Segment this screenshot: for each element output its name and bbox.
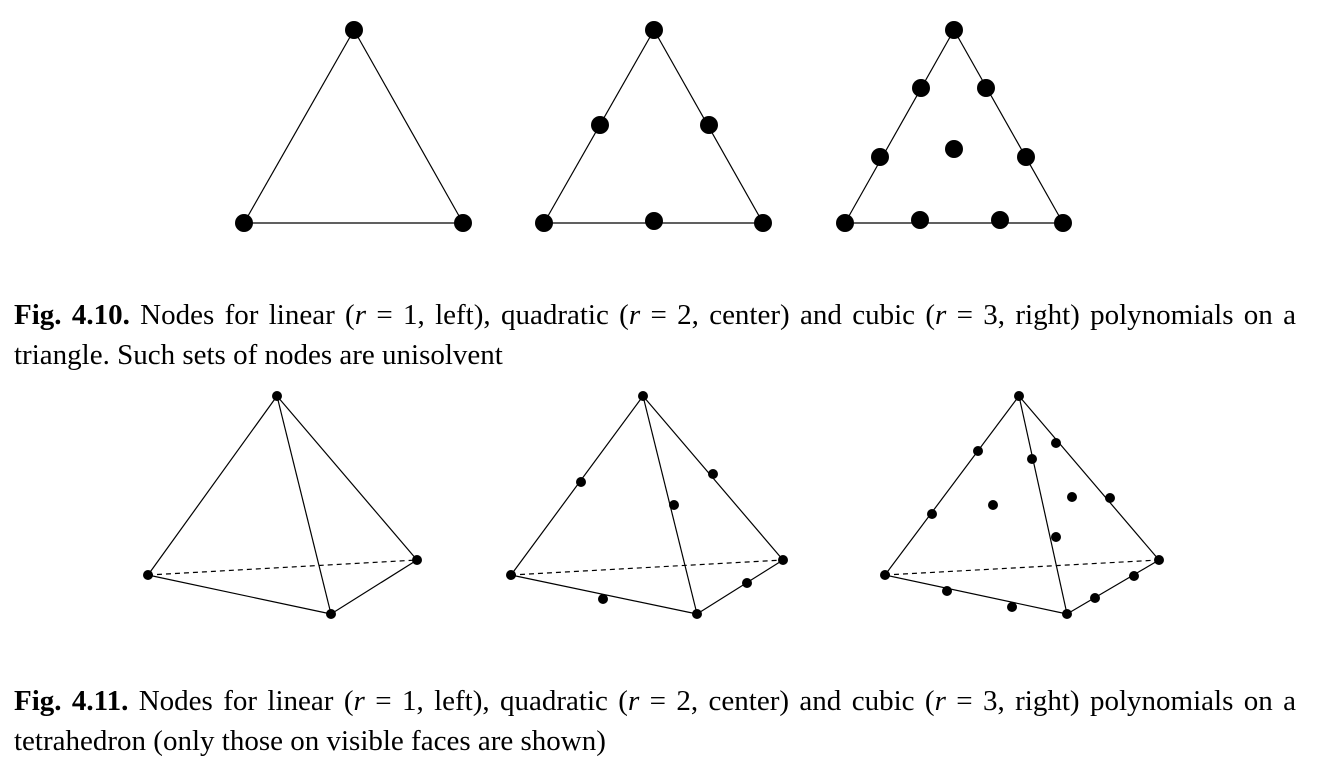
tetrahedron-linear-panel (143, 391, 422, 619)
tetrahedron-edge (696, 559, 784, 615)
node-dot (988, 500, 998, 510)
node-dot (645, 212, 663, 230)
tetrahedron-edge (884, 574, 1068, 615)
triangle-quadratic-panel (535, 21, 772, 232)
tetrahedron-cubic-panel (880, 391, 1164, 619)
math-variable: r (627, 685, 640, 717)
caption-text: Nodes for linear ( (128, 685, 354, 717)
node-dot (1027, 454, 1037, 464)
node-dot (345, 21, 363, 39)
node-dot (638, 391, 648, 401)
caption-text: = 2, center) and cubic ( (640, 299, 935, 331)
node-dot (927, 509, 937, 519)
node-dot (991, 211, 1009, 229)
tetrahedron-edge (330, 559, 418, 615)
node-dot (942, 586, 952, 596)
node-dot (836, 214, 854, 232)
node-dot (645, 21, 663, 39)
caption-text: Nodes for linear ( (129, 299, 355, 331)
tetrahedron-quadratic-panel (506, 391, 788, 619)
tetrahedron-edge (147, 395, 278, 576)
node-dot (143, 570, 153, 580)
figure-caption-4-10: Fig. 4.10. Nodes for linear (r = 1, left… (14, 295, 1296, 375)
node-dot (1054, 214, 1072, 232)
node-dot (576, 477, 586, 487)
triangle-edge (353, 29, 464, 224)
node-dot (871, 148, 889, 166)
node-dot (700, 116, 718, 134)
triangle-edge (243, 29, 355, 224)
triangle-linear-panel (235, 21, 472, 232)
node-dot (454, 214, 472, 232)
node-dot (1007, 602, 1017, 612)
node-dot (1014, 391, 1024, 401)
tetrahedron-edge (147, 574, 332, 615)
math-variable: r (934, 685, 946, 717)
node-dot (272, 391, 282, 401)
math-variable: r (934, 299, 947, 331)
tetrahedron-edge (1066, 559, 1160, 615)
node-dot (945, 140, 963, 158)
caption-text: = 2, center) and cubic ( (639, 685, 935, 717)
node-dot (742, 578, 752, 588)
tetrahedron-edge (884, 395, 1020, 576)
tetrahedron-edge (510, 395, 644, 576)
node-dot (754, 214, 772, 232)
node-dot (1051, 438, 1061, 448)
tetrahedron-edge (1018, 395, 1160, 561)
math-variable: r (628, 299, 641, 331)
node-dot (1129, 571, 1139, 581)
math-variable: r (353, 685, 365, 717)
math-variable: r (354, 299, 367, 331)
node-dot (1067, 492, 1077, 502)
node-dot (412, 555, 422, 565)
tetrahedron-edge (276, 395, 418, 561)
node-dot (1017, 148, 1035, 166)
node-dot (973, 446, 983, 456)
triangle-edge (953, 29, 1064, 224)
node-dot (598, 594, 608, 604)
node-dot (1062, 609, 1072, 619)
figure-label: Fig. 4.10. (14, 299, 130, 331)
node-dot (778, 555, 788, 565)
node-dot (506, 570, 516, 580)
tetrahedron-edge (1018, 395, 1068, 615)
node-dot (708, 469, 718, 479)
node-dot (669, 500, 679, 510)
triangle-edge (844, 29, 955, 224)
node-dot (692, 609, 702, 619)
node-dot (1090, 593, 1100, 603)
caption-text: = 3, right) polynomials on a triangle. S… (14, 299, 1296, 371)
figure-label: Fig. 4.11. (14, 685, 129, 717)
node-dot (912, 79, 930, 97)
node-dot (1154, 555, 1164, 565)
node-dot (911, 211, 929, 229)
triangle-node-diagrams (235, 21, 1072, 232)
node-dot (535, 214, 553, 232)
node-dot (880, 570, 890, 580)
node-dot (1051, 532, 1061, 542)
node-dot (977, 79, 995, 97)
hidden-edge (884, 559, 1160, 576)
node-dot (235, 214, 253, 232)
tetrahedron-node-diagrams (143, 391, 1164, 619)
figure-caption-4-11: Fig. 4.11. Nodes for linear (r = 1, left… (14, 681, 1296, 761)
caption-text: = 1, left), quadratic ( (364, 685, 628, 717)
node-dot (326, 609, 336, 619)
caption-text: = 1, left), quadratic ( (366, 299, 629, 331)
tetrahedron-edge (276, 395, 332, 615)
node-dot (945, 21, 963, 39)
node-dot (1105, 493, 1115, 503)
hidden-edge (147, 559, 418, 576)
triangle-cubic-panel (836, 21, 1072, 232)
node-dot (591, 116, 609, 134)
hidden-edge (510, 559, 784, 576)
